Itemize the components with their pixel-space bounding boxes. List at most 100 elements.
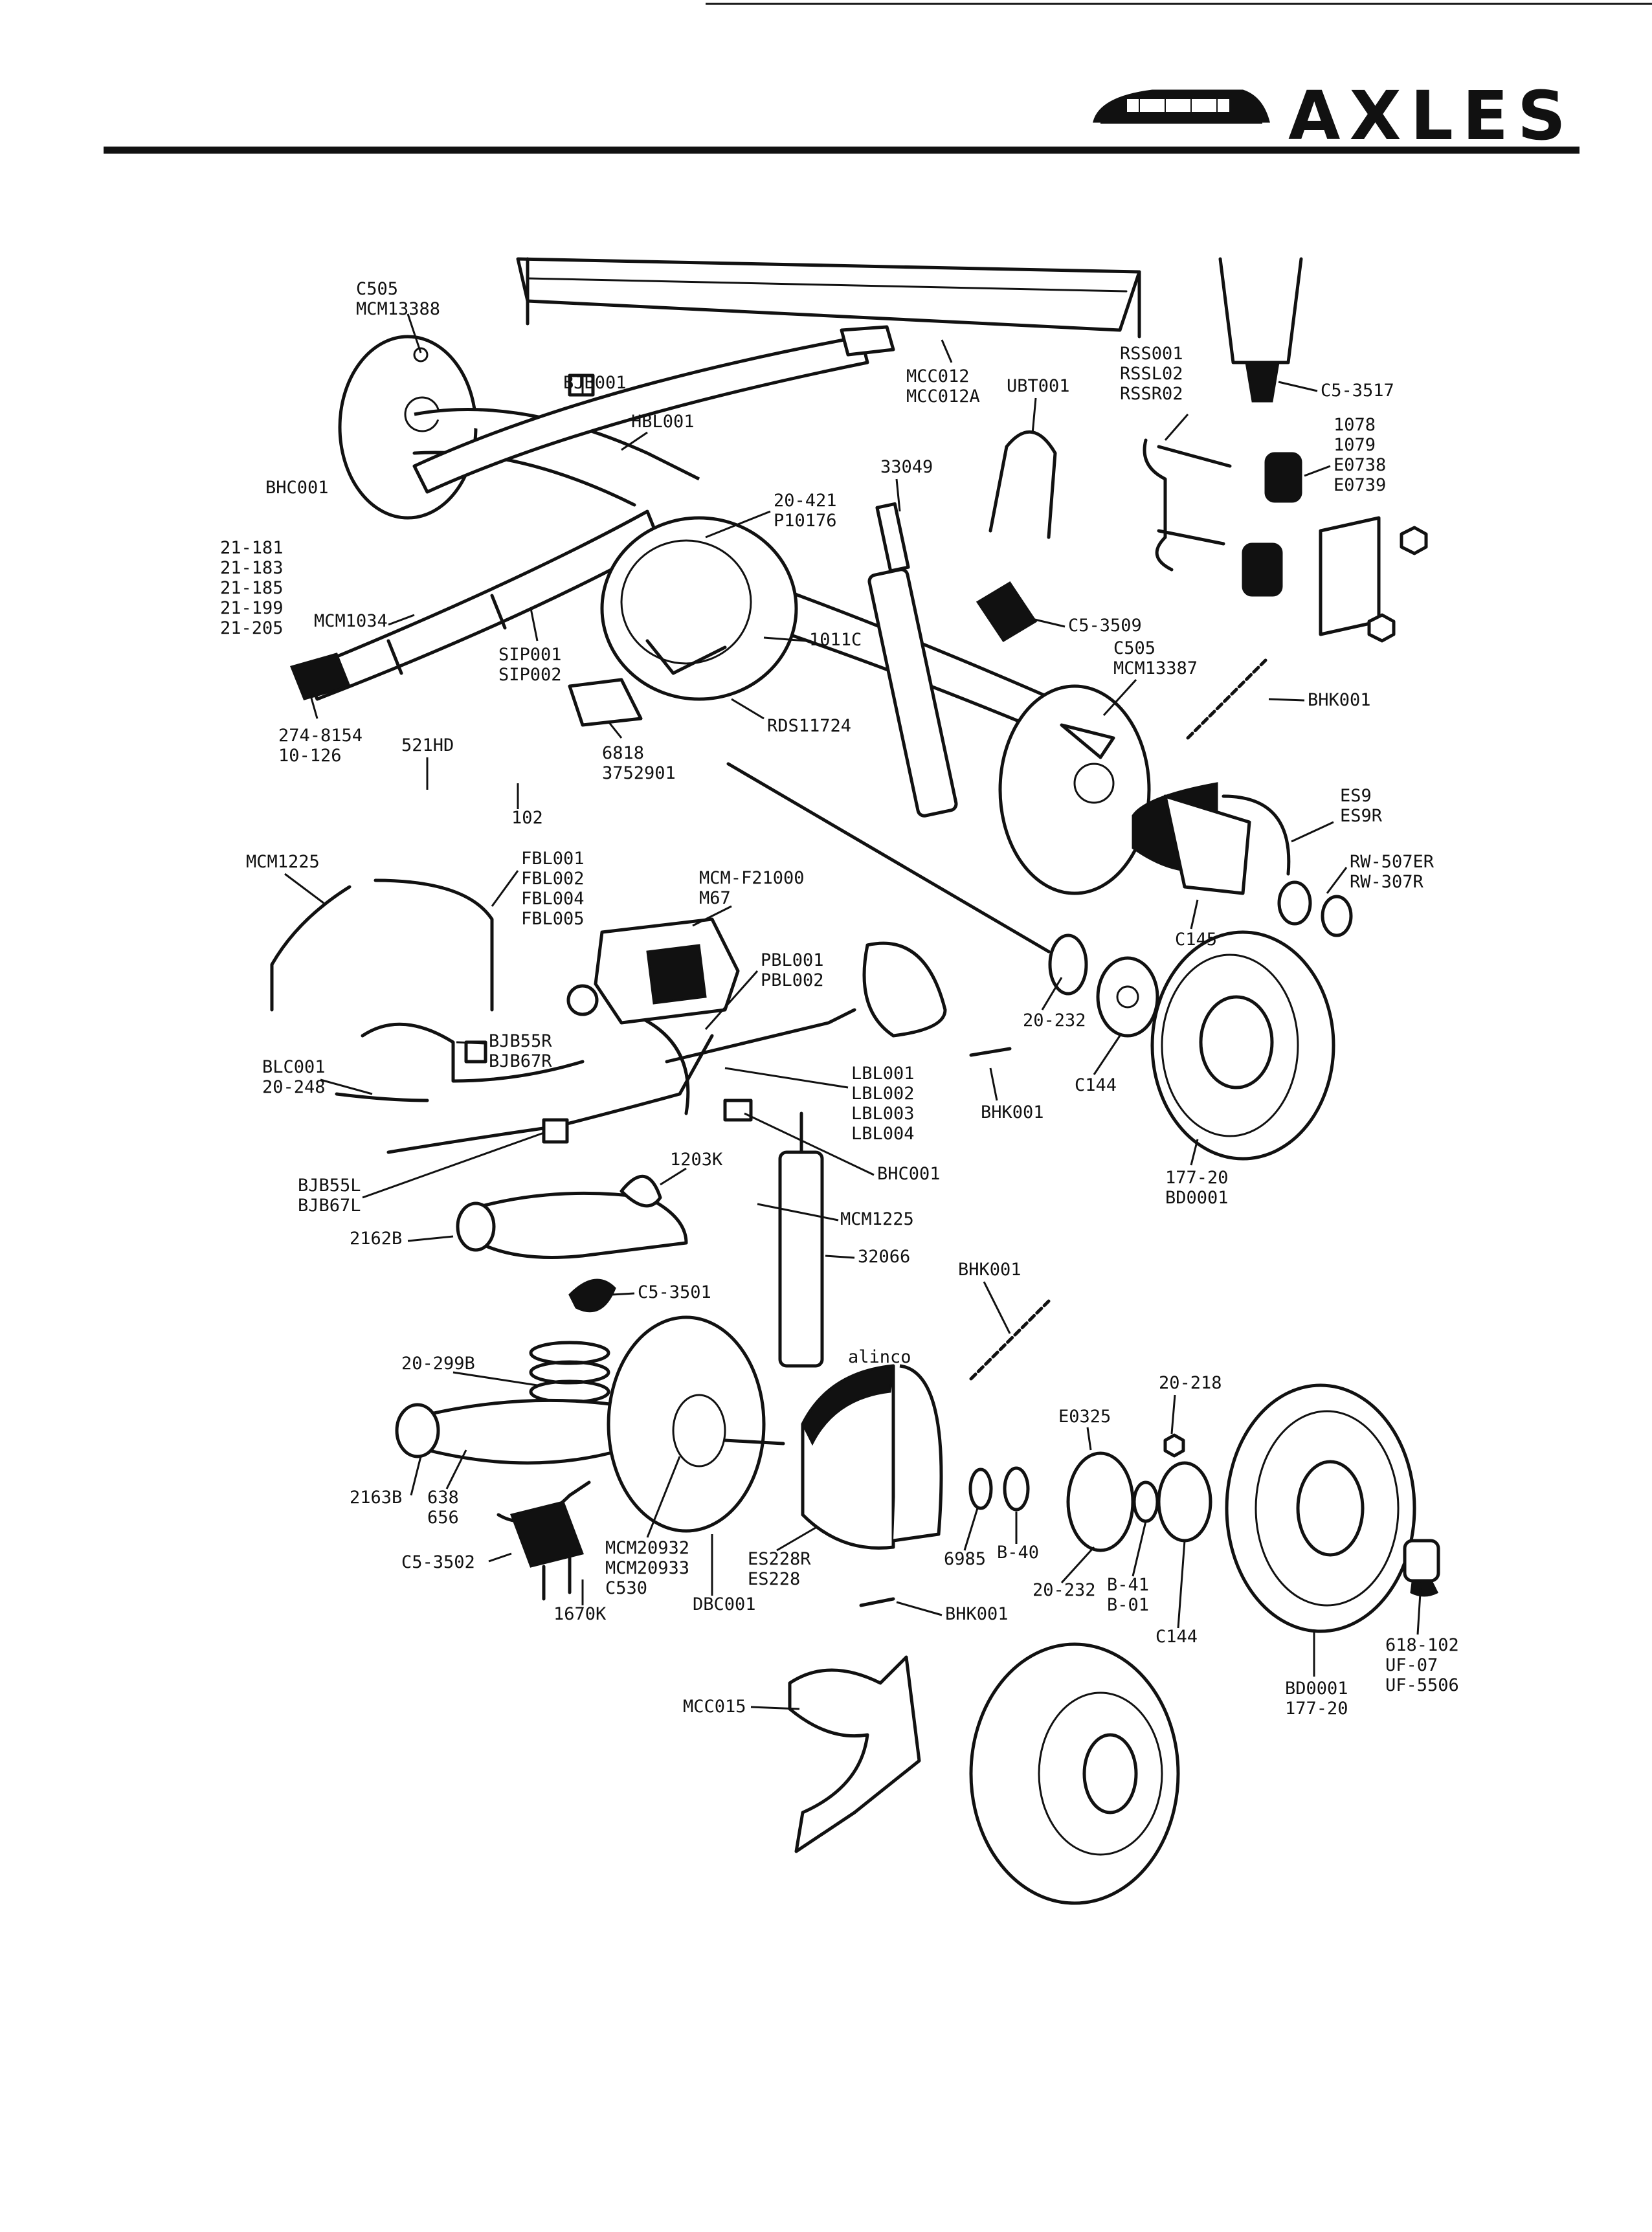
label-bhc001-mid: BHC001 (877, 1164, 941, 1184)
brake-line-blocks (464, 374, 753, 1144)
label-c5-3501: C5-3501 (638, 1282, 711, 1302)
u-bolt (988, 430, 1057, 539)
label-33049: 33049 (880, 457, 933, 477)
shackle-bushings (1242, 452, 1428, 643)
leaf-spring-upper (412, 325, 895, 494)
rear-wheel-seals (1277, 880, 1353, 937)
disc-brake-rotor (969, 1642, 1180, 1905)
upper-control-arm (456, 1191, 688, 1259)
sway-bar-mount (510, 1501, 584, 1601)
brake-lines (270, 878, 856, 1154)
label-mcm1225-top: MCM1225 (246, 852, 320, 872)
label-bhk001-mid: BHK001 (981, 1102, 1044, 1122)
label-c5-3502: C5-3502 (401, 1552, 475, 1572)
bleeder-screws (859, 1047, 1012, 1607)
left-backing-plate (338, 335, 478, 520)
label-rds11724: RDS11724 (767, 716, 851, 736)
label-mcm1034: MCM1034 (314, 611, 388, 631)
label-e0325: E0325 (1058, 1407, 1111, 1427)
rear-shock-upper-mount (1218, 257, 1303, 403)
label-hbl001: HBL001 (631, 412, 695, 432)
label-bhc001-top: BHC001 (265, 478, 329, 498)
rear-brake-shoes (1132, 782, 1291, 895)
label-1670k: 1670K (553, 1604, 607, 1624)
spring-pad (976, 581, 1038, 643)
ball-joint-boot (620, 1174, 662, 1208)
disc-brake-caliper-bracket (788, 1655, 921, 1853)
label-2163b: 2163B (350, 1488, 402, 1508)
label-bhk001-bot: BHK001 (945, 1604, 1009, 1624)
front-brake-return-spring (969, 1299, 1051, 1381)
label-20-232-low: 20-232 (1032, 1580, 1096, 1600)
label-bhk001-low: BHK001 (958, 1260, 1021, 1280)
label-dbc001: DBC001 (693, 1594, 756, 1614)
label-ubt001: UBT001 (1007, 376, 1070, 396)
bump-stop (568, 1278, 616, 1313)
label-20-218: 20-218 (1159, 1373, 1222, 1393)
front-hub-bearings (968, 1433, 1212, 1552)
label-20-232-top: 20-232 (1023, 1010, 1086, 1031)
rear-brake-drum (1150, 930, 1335, 1161)
front-backing-plate (607, 1315, 785, 1533)
grease-cap (1403, 1539, 1440, 1583)
label-102: 102 (511, 808, 543, 828)
master-cylinder (566, 917, 740, 1025)
label-32066: 32066 (858, 1247, 910, 1267)
label-521hd: 521HD (401, 735, 454, 755)
label-2162b: 2162B (350, 1229, 402, 1249)
differential-carrier (568, 516, 798, 727)
spring-shackle (1143, 438, 1232, 572)
page-header: AXLES (104, 3, 1652, 155)
front-caliper-bracket-upper (862, 941, 947, 1038)
label-c5-3517: C5-3517 (1321, 381, 1394, 401)
label-6985: 6985 (944, 1549, 986, 1569)
label-bjb001: BJB001 (563, 373, 627, 393)
right-backing-plate (998, 684, 1151, 895)
page-title: AXLES (1288, 76, 1575, 155)
front-shock-absorber (778, 1111, 824, 1368)
label-mcm1225-mid: MCM1225 (840, 1209, 914, 1229)
label-20-299b: 20-299B (401, 1354, 475, 1374)
axle-retainer-gasket (1096, 956, 1159, 1038)
label-c145: C145 (1175, 930, 1217, 950)
label-1203k: 1203K (670, 1150, 723, 1170)
crossmember-mcc012 (516, 257, 1141, 339)
label-c5-3509: C5-3509 (1068, 616, 1142, 636)
label-1011c: 1011C (809, 630, 862, 650)
front-brake-drum (1225, 1383, 1439, 1633)
label-bhk001-top: BHK001 (1308, 690, 1371, 710)
leader-lines (284, 313, 1422, 1710)
front-brake-shoes: alinco (801, 1347, 943, 1550)
label-c144-low: C144 (1155, 1627, 1198, 1647)
label-b-40: B-40 (997, 1543, 1039, 1563)
axle-shaft (726, 762, 1088, 996)
label-c144-top: C144 (1075, 1075, 1117, 1095)
